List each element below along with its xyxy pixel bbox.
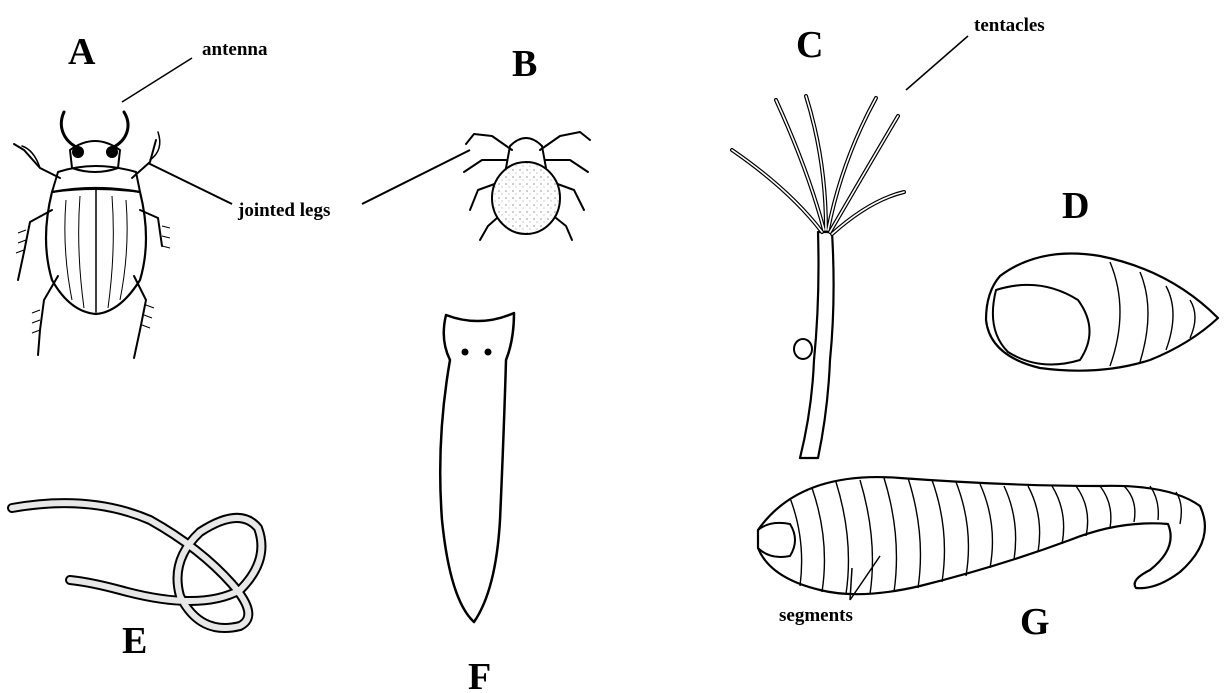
- panel-letter-e: E: [122, 620, 147, 662]
- tentacles-pointer: [906, 36, 968, 90]
- jointed-legs-pointer-b: [362, 150, 470, 204]
- panel-letter-g: G: [1020, 601, 1050, 643]
- panel-letter-a: A: [68, 31, 96, 73]
- mite-icon: [464, 132, 590, 240]
- panel-letter-f: F: [468, 656, 491, 693]
- antenna-pointer: [122, 58, 192, 102]
- jointed-legs-pointer-a: [148, 163, 232, 204]
- hydra-icon: [732, 96, 904, 458]
- segments-pointer-b: [850, 568, 852, 600]
- antenna-callout: antenna: [202, 39, 268, 60]
- snail-shell-icon: [986, 254, 1218, 371]
- panel-letter-b: B: [512, 43, 537, 85]
- jointed-legs-callout: jointed legs: [237, 200, 330, 221]
- panel-letter-c: C: [796, 24, 823, 66]
- tentacles-callout: tentacles: [974, 15, 1045, 36]
- segmented-worm-icon: [758, 477, 1205, 594]
- roundworm-icon: [12, 503, 261, 628]
- beetle-icon: [14, 112, 170, 358]
- flatworm-icon: [440, 313, 514, 622]
- segments-callout: segments: [779, 605, 853, 626]
- panel-letter-d: D: [1062, 185, 1089, 227]
